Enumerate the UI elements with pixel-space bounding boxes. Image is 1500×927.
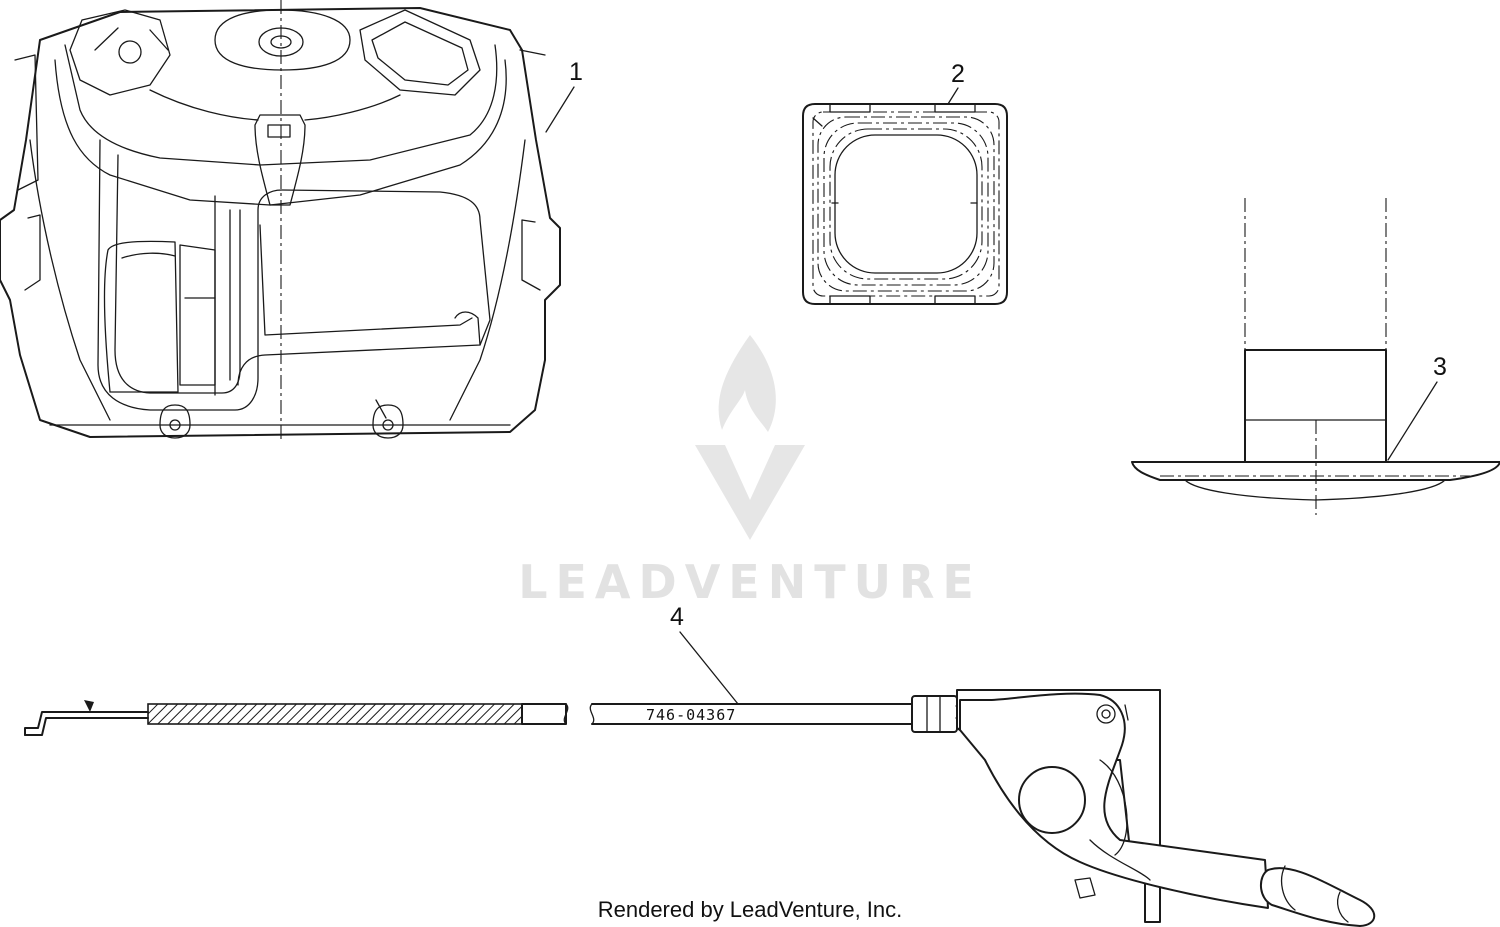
part-2-square-gasket bbox=[802, 103, 1008, 305]
callout-1-leader bbox=[545, 86, 575, 133]
callout-4: 4 bbox=[670, 603, 739, 705]
cable-part-number: 746-04367 bbox=[646, 706, 736, 724]
part-3-cap bbox=[1131, 198, 1500, 515]
callout-2-label: 2 bbox=[951, 60, 965, 88]
callout-4-leader bbox=[679, 631, 739, 705]
callout-3-label: 3 bbox=[1433, 353, 1447, 381]
part-4-control-cable: 746-04367 bbox=[24, 689, 1376, 927]
callout-1: 1 bbox=[545, 58, 583, 133]
leadventure-logo-icon bbox=[695, 335, 805, 540]
callout-2: 2 bbox=[947, 60, 965, 105]
callout-3: 3 bbox=[1387, 353, 1447, 461]
watermark-text: LEADVENTURE bbox=[518, 555, 982, 609]
part-1-bagger-housing bbox=[0, 0, 561, 440]
callout-1-label: 1 bbox=[569, 58, 583, 86]
callout-4-label: 4 bbox=[670, 603, 684, 631]
callout-2-leader bbox=[947, 87, 959, 105]
footer-credit: Rendered by LeadVenture, Inc. bbox=[598, 897, 903, 922]
leadventure-watermark: LEADVENTURE bbox=[518, 335, 982, 609]
callout-3-leader bbox=[1387, 381, 1438, 461]
